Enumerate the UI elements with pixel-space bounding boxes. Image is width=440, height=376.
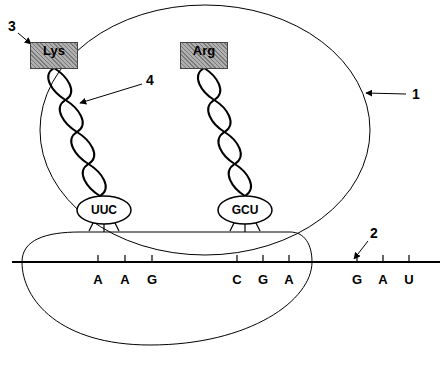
codon-base: G (147, 273, 157, 286)
amino-acid-box: Arg (180, 42, 228, 69)
codon-base: G (352, 273, 362, 286)
callout-number: 4 (146, 73, 154, 87)
codon-base: A (120, 273, 129, 286)
codon-base: G (258, 273, 268, 286)
callout-number: 1 (412, 87, 420, 101)
anticodon-loop (77, 196, 272, 224)
base-pair-ticks (89, 223, 409, 262)
callout-number: 2 (370, 226, 378, 240)
anticodon: GCU (232, 204, 259, 216)
amino-acid-box: Lys (30, 42, 78, 69)
codon-base: A (378, 273, 387, 286)
amino-acid-name: Lys (43, 43, 65, 57)
codon-base: C (232, 273, 241, 286)
amino-acid-name: Arg (193, 43, 215, 57)
codon-base: A (284, 273, 293, 286)
anticodon: UUC (91, 204, 117, 216)
trna-helix (48, 68, 251, 196)
mrna-strand (12, 261, 440, 263)
leader-line (18, 33, 406, 259)
large-subunit (40, 5, 370, 255)
callout-number: 3 (8, 19, 16, 33)
small-subunit (22, 232, 312, 345)
codon-base: A (93, 273, 102, 286)
codon-base: U (404, 273, 413, 286)
